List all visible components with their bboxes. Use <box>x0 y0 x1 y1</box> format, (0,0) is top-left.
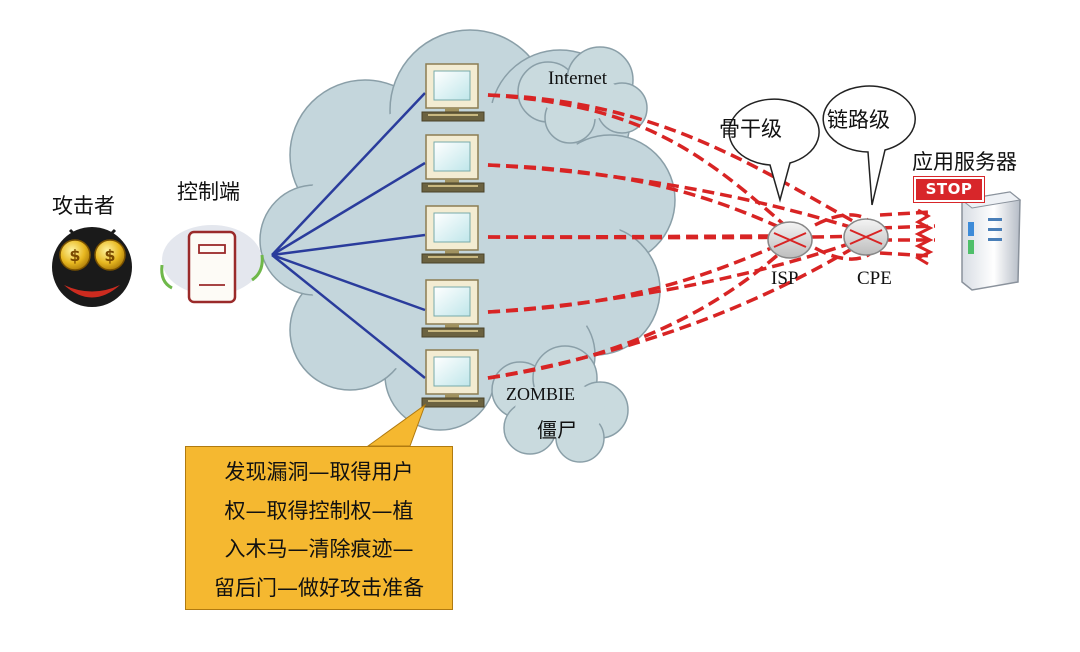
note-pointer <box>366 403 427 447</box>
pc-icon <box>421 279 485 338</box>
attack-steps-note: 发现漏洞—取得用户 权—取得控制权—植 入木马—清除痕迹— 留后门—做好攻击准备 <box>185 446 453 610</box>
pc-icon <box>421 134 485 193</box>
server-icon <box>960 191 1022 291</box>
pc-icon <box>421 63 485 122</box>
attacker-label: 攻击者 <box>52 194 115 218</box>
stop-sign: STOP <box>913 176 985 203</box>
cpe-router-icon <box>843 218 889 256</box>
attacker-icon: $ $ <box>52 227 132 307</box>
app-server-label: 应用服务器 <box>912 150 1017 174</box>
impact-zigzag <box>914 208 934 266</box>
pc-icon <box>421 349 485 408</box>
zombie-label: ZOMBIE <box>506 384 575 404</box>
svg-text:$: $ <box>69 246 80 265</box>
svg-text:$: $ <box>104 246 115 265</box>
control-lines <box>271 92 426 379</box>
zombie-cn-label: 僵尸 <box>537 418 577 442</box>
note-line: 发现漏洞—取得用户 <box>224 460 414 484</box>
cpe-label: CPE <box>857 268 892 289</box>
note-line: 留后门—做好攻击准备 <box>214 575 424 600</box>
backbone-label: 骨干级 <box>719 117 782 141</box>
pc-icon <box>421 205 485 264</box>
link-label: 链路级 <box>827 108 890 132</box>
note-line: 权—取得控制权—植 <box>224 498 414 523</box>
isp-router-icon <box>767 221 813 259</box>
backbone-bubble <box>728 98 820 203</box>
isp-label: ISP <box>771 268 799 289</box>
zombie-pcs <box>421 63 485 408</box>
controller-icon <box>160 225 264 304</box>
link-bubble <box>822 85 916 206</box>
controller-label: 控制端 <box>177 180 240 204</box>
internet-label: Internet <box>548 68 608 89</box>
attack-lines <box>487 93 936 380</box>
note-line: 入木马—清除痕迹— <box>224 537 414 561</box>
